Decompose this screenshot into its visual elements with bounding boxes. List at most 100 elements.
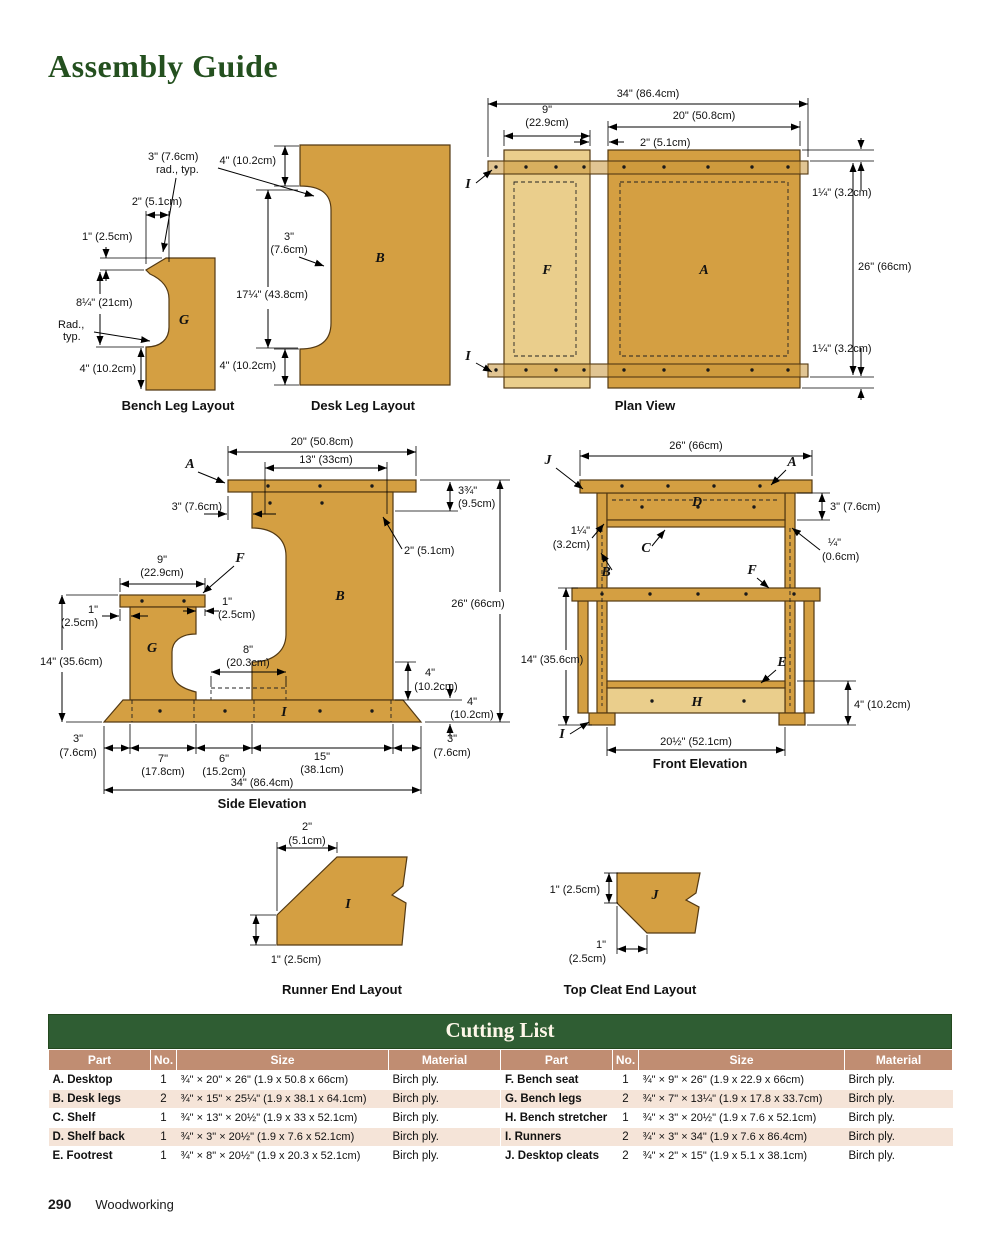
cell-material: Birch ply.	[388, 1089, 501, 1109]
dim-label: 34" (86.4cm)	[231, 777, 294, 789]
part-label-a: A	[184, 457, 194, 472]
dim-label: 4" (10.2cm)	[220, 155, 276, 167]
screw-dots	[140, 484, 374, 713]
dim-label: (2.5cm)	[61, 617, 98, 629]
dim-label: (15.2cm)	[202, 766, 245, 778]
cutting-list: Cutting List Part No. Size Material Part…	[48, 1014, 953, 1166]
cell-part: F. Bench seat	[500, 1070, 613, 1090]
piece-c-shelf	[606, 519, 786, 528]
cell-material: Birch ply.	[388, 1108, 501, 1128]
part-label-c: C	[641, 541, 651, 556]
part-label-i: I	[464, 177, 471, 192]
diagram-caption: Side Elevation	[218, 796, 307, 811]
dim-label: 4" (10.2cm)	[80, 363, 136, 375]
col-header-size: Size	[176, 1049, 389, 1071]
leader-line	[651, 529, 666, 547]
dim-label: 26" (66cm)	[858, 261, 911, 273]
screw-dots	[600, 484, 796, 703]
col-header-size: Size	[638, 1049, 845, 1071]
dim-label: 20" (50.8cm)	[291, 436, 354, 448]
piece-f-seat	[571, 587, 821, 602]
page-title: Assembly Guide	[48, 48, 279, 84]
cell-no: 2	[612, 1089, 639, 1109]
piece-a-desktop	[227, 479, 417, 493]
dim-label: 8¼" (21cm)	[76, 297, 132, 309]
part-label-g: G	[179, 313, 189, 328]
dim-label: 1" (2.5cm)	[82, 231, 132, 243]
dim-label: 20" (50.8cm)	[673, 110, 736, 122]
dim-label: 2"	[302, 821, 312, 833]
hidden-edge	[513, 181, 577, 357]
dim-label: (38.1cm)	[300, 764, 343, 776]
cell-part: I. Runners	[500, 1127, 613, 1147]
table-row: C. Shelf 1 ¾" × 13" × 20½" (1.9 x 33 x 5…	[48, 1108, 953, 1128]
dim-label: rad., typ.	[156, 164, 199, 176]
part-label-a: A	[786, 455, 796, 470]
dim-label: (9.5cm)	[458, 498, 495, 510]
cell-no: 2	[612, 1127, 639, 1147]
table-row: D. Shelf back 1 ¾" × 3" × 20½" (1.9 x 7.…	[48, 1127, 953, 1147]
dim-label: (10.2cm)	[414, 681, 457, 693]
dim-label: (7.6cm)	[270, 244, 307, 256]
diagram-desk-leg-layout: B 4" (10.2cm) 3" (7.6cm) 17¼" (43.8cm) 4…	[220, 144, 451, 413]
part-label-d: D	[691, 495, 702, 510]
part-label-f: F	[234, 551, 245, 566]
dim-label: 1"	[222, 596, 232, 608]
hidden-edge	[619, 181, 789, 357]
dim-label: (2.5cm)	[218, 609, 255, 621]
dim-label: 20½" (52.1cm)	[660, 736, 732, 748]
cell-size: ¾" × 3" × 34" (1.9 x 7.6 x 86.4cm)	[638, 1127, 845, 1147]
cell-size: ¾" × 13" × 20½" (1.9 x 33 x 52.1cm)	[176, 1108, 389, 1128]
part-label-i: I	[464, 349, 471, 364]
cell-size: ¾" × 3" × 20½" (1.9 x 7.6 x 52.1cm)	[176, 1127, 389, 1147]
cell-no: 1	[150, 1070, 177, 1090]
piece-b	[299, 144, 451, 386]
dim-label: (2.5cm)	[569, 953, 606, 965]
part-label-f: F	[746, 563, 757, 578]
diagram-caption: Front Elevation	[653, 756, 748, 771]
leader-line	[770, 469, 787, 486]
part-label-e: E	[776, 655, 786, 670]
dim-label: (20.3cm)	[226, 657, 269, 669]
dim-label: 4"	[467, 696, 477, 708]
cell-part: B. Desk legs	[48, 1089, 151, 1109]
dim-label: 9"	[157, 554, 167, 566]
cell-size: ¾" × 3" × 20½" (1.9 x 7.6 x 52.1cm)	[638, 1108, 845, 1128]
cell-part: E. Footrest	[48, 1146, 151, 1166]
dim-label: 3"	[284, 231, 294, 243]
diagram-bench-leg-layout: G 3" (7.6cm) rad., typ. 2" (5.1cm) 1" (2…	[58, 151, 315, 413]
piece-runner-bottom	[487, 363, 809, 378]
col-header-material: Material	[844, 1049, 953, 1071]
cell-no: 2	[150, 1089, 177, 1109]
cell-size: ¾" × 8" × 20½" (1.9 x 20.3 x 52.1cm)	[176, 1146, 389, 1166]
part-label-g: G	[147, 641, 157, 656]
leader-line	[298, 256, 325, 267]
dim-label: (3.2cm)	[553, 539, 590, 551]
dim-label: 3" (7.6cm)	[148, 151, 198, 163]
dim-label: 34" (86.4cm)	[617, 88, 680, 100]
piece-i-runner-right	[778, 712, 806, 726]
piece-f-seat	[119, 594, 206, 608]
diagram-side-elevation: 20" (50.8cm) 13" (33cm) A 3" (7.6cm) 3¾"…	[40, 436, 510, 811]
part-label-b: B	[374, 251, 384, 266]
dim-label: 2" (5.1cm)	[404, 545, 454, 557]
assembly-diagrams: G 3" (7.6cm) rad., typ. 2" (5.1cm) 1" (2…	[40, 88, 911, 997]
diagram-front-elevation: 26" (66cm) J A D 3" (7.6cm) 1¼" (3.2cm) …	[521, 440, 911, 771]
cell-no: 1	[612, 1070, 639, 1090]
dim-label: 8"	[243, 644, 253, 656]
piece-b-leg	[251, 491, 394, 701]
col-header-part: Part	[500, 1049, 613, 1071]
part-label-i: I	[280, 705, 287, 720]
dim-label: 26" (66cm)	[451, 598, 504, 610]
leader-line	[475, 362, 493, 373]
cell-material: Birch ply.	[844, 1108, 953, 1128]
cell-part: C. Shelf	[48, 1108, 151, 1128]
dim-label: (22.9cm)	[140, 567, 183, 579]
piece-g	[145, 257, 216, 391]
dim-label: 1"	[596, 939, 606, 951]
dim-label: (7.6cm)	[59, 747, 96, 759]
dim-label: (7.6cm)	[433, 747, 470, 759]
leader-line	[202, 565, 235, 594]
piece-i-end	[276, 856, 408, 946]
diagram-caption: Runner End Layout	[282, 982, 403, 997]
